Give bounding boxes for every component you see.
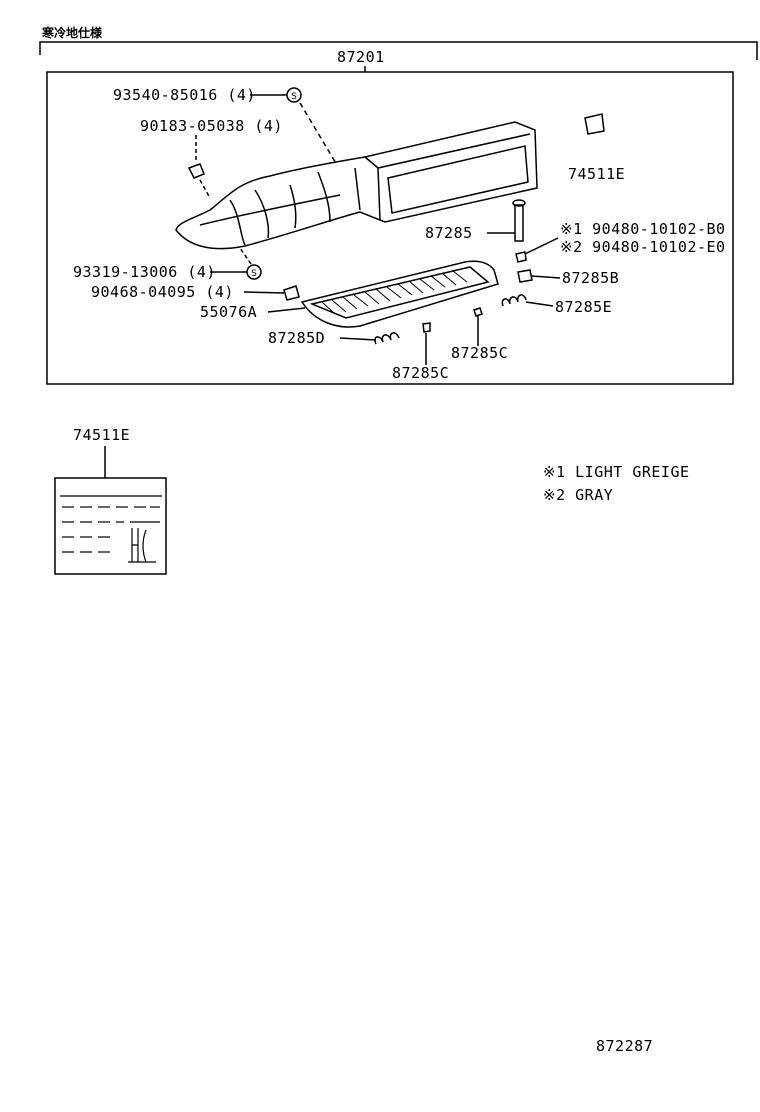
clip-bottom <box>283 285 300 301</box>
screw-symbol-top-label: S <box>291 92 297 102</box>
assembly-number: 87201 <box>337 48 385 66</box>
part-c-small <box>422 322 431 333</box>
callout-spring-d: 87285D <box>268 329 326 347</box>
callout-screw-bottom: 93319-13006 (4) <box>73 263 216 281</box>
header-note: 寒冷地仕様 <box>42 26 103 40</box>
clip-top <box>187 163 205 179</box>
callout-clip-bottom: 90468-04095 (4) <box>91 283 234 301</box>
leader-spring-d <box>339 337 377 341</box>
callout-screw-top: 93540-85016 (4) <box>113 86 256 104</box>
screw-symbol-bottom-label: S <box>251 269 257 279</box>
spring-d <box>374 332 400 345</box>
spring-e <box>501 294 527 307</box>
label-sticker <box>584 113 605 135</box>
dash-clip-body <box>199 179 211 199</box>
callout-part-b: 87285B <box>562 269 620 287</box>
leader-clip-bottom <box>243 291 285 294</box>
callout-spring-e: 87285E <box>555 298 613 316</box>
header-rule <box>39 41 758 60</box>
callout-plug-2: ※2 90480-10102-E0 <box>560 238 726 256</box>
callout-step-part: 55076A <box>200 303 258 321</box>
callout-pin: 87285 <box>425 224 473 242</box>
detail-label: 74511E <box>73 426 131 444</box>
callout-label-part: 74511E <box>568 165 626 183</box>
legend-item-2: ※2 GRAY <box>543 486 614 504</box>
detail-content <box>60 495 162 563</box>
leader-spring-e <box>525 301 554 307</box>
part-b <box>517 269 533 283</box>
upper-cover <box>175 121 538 250</box>
callout-part-c-bottom: 87285C <box>392 364 450 382</box>
callout-plug-1: ※1 90480-10102-B0 <box>560 220 726 238</box>
dash-screw-bottom <box>239 247 252 265</box>
detail-box <box>54 477 167 575</box>
step-mat <box>300 260 499 328</box>
leader-step <box>267 307 306 313</box>
diagram-code: 872287 <box>596 1037 654 1055</box>
leader-part-b <box>531 275 561 279</box>
leader-plug <box>524 237 559 255</box>
pin-part <box>512 199 526 242</box>
plug-part <box>515 251 527 263</box>
dash-screw-top <box>299 102 338 166</box>
part-c-right-small <box>473 307 483 317</box>
callout-clip-top: 90183-05038 (4) <box>140 117 283 135</box>
callout-part-c-right: 87285C <box>451 344 509 362</box>
assembly-box <box>46 71 734 385</box>
mat-ribs <box>321 270 468 315</box>
legend-item-1: ※1 LIGHT GREIGE <box>543 463 690 481</box>
